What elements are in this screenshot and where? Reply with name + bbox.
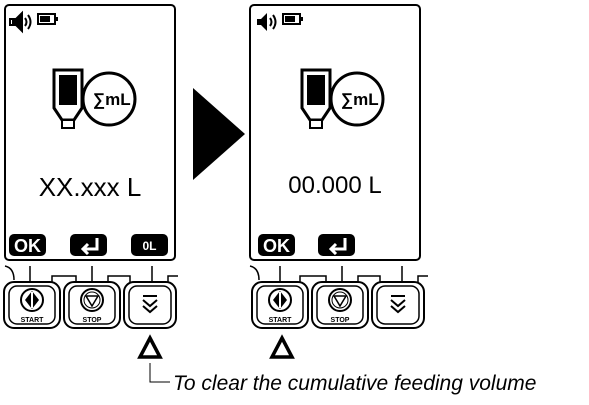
scroll-icon: [390, 295, 406, 314]
stop-button[interactable]: STOP: [63, 281, 121, 329]
stop-icon: [328, 288, 352, 312]
volume-value: XX.xxx L: [39, 172, 142, 202]
right-connectors: [249, 265, 428, 282]
start-icon: [20, 288, 44, 312]
enter-soft-key[interactable]: [318, 234, 355, 256]
ok-label: OK: [263, 236, 290, 256]
clear-label: 0L: [142, 239, 156, 253]
ok-label: OK: [14, 236, 41, 256]
caption-connector: [149, 363, 170, 383]
caption: To clear the cumulative feeding volume: [173, 372, 537, 395]
battery-icon: [37, 13, 58, 25]
sum-ml-icon: ∑mL: [329, 71, 385, 127]
ok-soft-key[interactable]: OK: [258, 234, 295, 256]
enter-soft-key[interactable]: [70, 234, 107, 256]
sum-ml-icon: ∑mL: [81, 71, 137, 127]
sum-ml-label: ∑mL: [341, 90, 379, 109]
start-button[interactable]: START: [251, 281, 309, 329]
stop-label: STOP: [331, 317, 350, 324]
right-screen: [249, 4, 421, 261]
stop-icon: [80, 288, 104, 312]
clear-soft-key[interactable]: 0L: [131, 234, 168, 256]
start-label: START: [269, 317, 293, 324]
bottle-icon: [300, 68, 332, 129]
speaker-icon: [257, 13, 277, 31]
left-device: ∑mL XX.xxx L OK 0L: [3, 4, 178, 383]
stop-label: STOP: [83, 317, 102, 324]
start-label: START: [21, 317, 45, 324]
triangle-pointer-icon: [137, 334, 163, 359]
scroll-button[interactable]: [123, 281, 177, 329]
bottle-icon: [52, 68, 84, 129]
scroll-button[interactable]: [371, 281, 425, 329]
stop-button[interactable]: STOP: [311, 281, 369, 329]
sum-ml-label: ∑mL: [93, 90, 131, 109]
enter-icon: [80, 238, 99, 256]
start-button[interactable]: START: [3, 281, 61, 329]
arrow-right-icon: [193, 88, 245, 180]
right-device: ∑mL 00.000 L OK: [249, 4, 428, 359]
battery-icon: [282, 13, 303, 25]
left-connectors: [4, 265, 178, 282]
ok-soft-key[interactable]: OK: [9, 234, 46, 256]
enter-icon: [328, 238, 347, 256]
volume-value: 00.000 L: [288, 172, 381, 199]
triangle-pointer-icon: [269, 334, 295, 359]
speaker-icon: [9, 10, 32, 34]
scroll-icon: [142, 295, 158, 314]
left-screen: [4, 4, 176, 261]
start-icon: [268, 288, 292, 312]
